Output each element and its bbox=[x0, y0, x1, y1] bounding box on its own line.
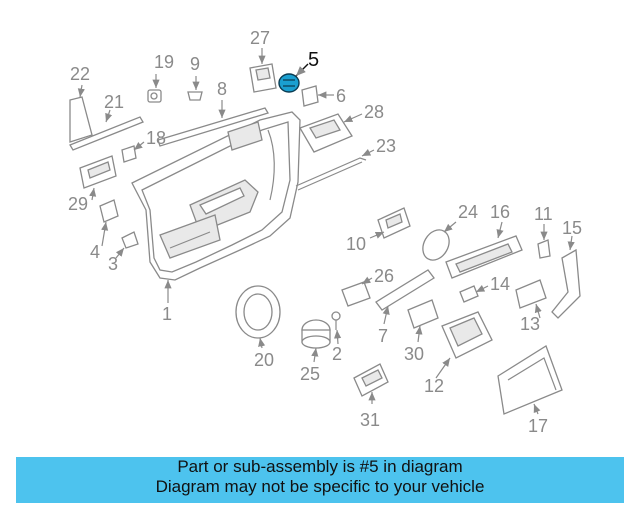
label-8: 8 bbox=[217, 79, 227, 99]
part-31-switch bbox=[353, 363, 389, 397]
label-18: 18 bbox=[146, 128, 166, 148]
label-5-highlighted: 5 bbox=[308, 49, 319, 71]
label-19: 19 bbox=[154, 52, 174, 72]
label-16: 16 bbox=[490, 202, 510, 222]
info-banner: Part or sub-assembly is #5 in diagram Di… bbox=[16, 457, 624, 503]
part-26-switch bbox=[341, 281, 371, 307]
part-8-trim-strip bbox=[157, 107, 269, 147]
part-28-switch-cluster bbox=[299, 113, 353, 153]
part-23-rod bbox=[295, 157, 367, 191]
part-12-tray bbox=[441, 311, 493, 359]
label-22: 22 bbox=[70, 64, 90, 84]
part-1-door-panel bbox=[131, 111, 301, 281]
label-2: 2 bbox=[332, 344, 342, 364]
part-3-clip bbox=[121, 231, 139, 249]
part-13-switch bbox=[515, 279, 547, 309]
label-6: 6 bbox=[336, 86, 346, 106]
label-29: 29 bbox=[68, 194, 88, 214]
label-28: 28 bbox=[364, 102, 384, 122]
part-9-clip bbox=[187, 91, 203, 101]
part-25-knob bbox=[301, 319, 331, 349]
label-3: 3 bbox=[108, 254, 118, 274]
label-13: 13 bbox=[520, 314, 540, 334]
label-20: 20 bbox=[254, 350, 274, 370]
label-12: 12 bbox=[424, 376, 444, 396]
part-15-trim bbox=[551, 248, 581, 319]
label-14: 14 bbox=[490, 274, 510, 294]
label-26: 26 bbox=[374, 266, 394, 286]
label-24: 24 bbox=[458, 202, 478, 222]
label-4: 4 bbox=[90, 242, 100, 262]
part-5-highlighted bbox=[278, 73, 300, 93]
label-1: 1 bbox=[162, 304, 172, 324]
part-19-clip bbox=[147, 89, 162, 103]
label-10: 10 bbox=[346, 234, 366, 254]
label-21: 21 bbox=[104, 92, 124, 112]
part-27-switch bbox=[249, 63, 277, 93]
label-7: 7 bbox=[378, 326, 388, 346]
label-31: 31 bbox=[360, 410, 380, 430]
part-16-bezel bbox=[445, 235, 523, 279]
part-22-trim bbox=[69, 96, 93, 143]
part-14-clip bbox=[459, 285, 479, 303]
part-29-switch bbox=[79, 155, 117, 189]
part-21-strip bbox=[69, 116, 144, 151]
part-18-clip bbox=[121, 145, 137, 163]
part-10-bezel bbox=[377, 207, 411, 239]
label-23: 23 bbox=[376, 136, 396, 156]
label-9: 9 bbox=[190, 54, 200, 74]
label-17: 17 bbox=[528, 416, 548, 436]
label-15: 15 bbox=[562, 218, 582, 238]
part-17-pocket bbox=[497, 345, 563, 415]
part-24-cover bbox=[422, 229, 450, 261]
label-30: 30 bbox=[404, 344, 424, 364]
part-20-speaker-ring bbox=[235, 285, 281, 339]
parts-diagram: 1 8 19 9 22 21 18 29 4 bbox=[68, 28, 582, 436]
banner-line-2: Diagram may not be specific to your vehi… bbox=[155, 477, 485, 496]
label-11: 11 bbox=[534, 204, 553, 224]
label-25: 25 bbox=[300, 364, 320, 384]
label-27: 27 bbox=[250, 28, 270, 48]
part-7-strip bbox=[375, 269, 435, 311]
part-6-bracket bbox=[301, 85, 319, 107]
banner-line-1: Part or sub-assembly is #5 in diagram bbox=[177, 457, 463, 476]
part-2-screw bbox=[331, 311, 341, 330]
part-30-switch bbox=[407, 299, 439, 329]
part-4-bracket bbox=[99, 199, 119, 223]
part-11-handle bbox=[537, 239, 551, 259]
